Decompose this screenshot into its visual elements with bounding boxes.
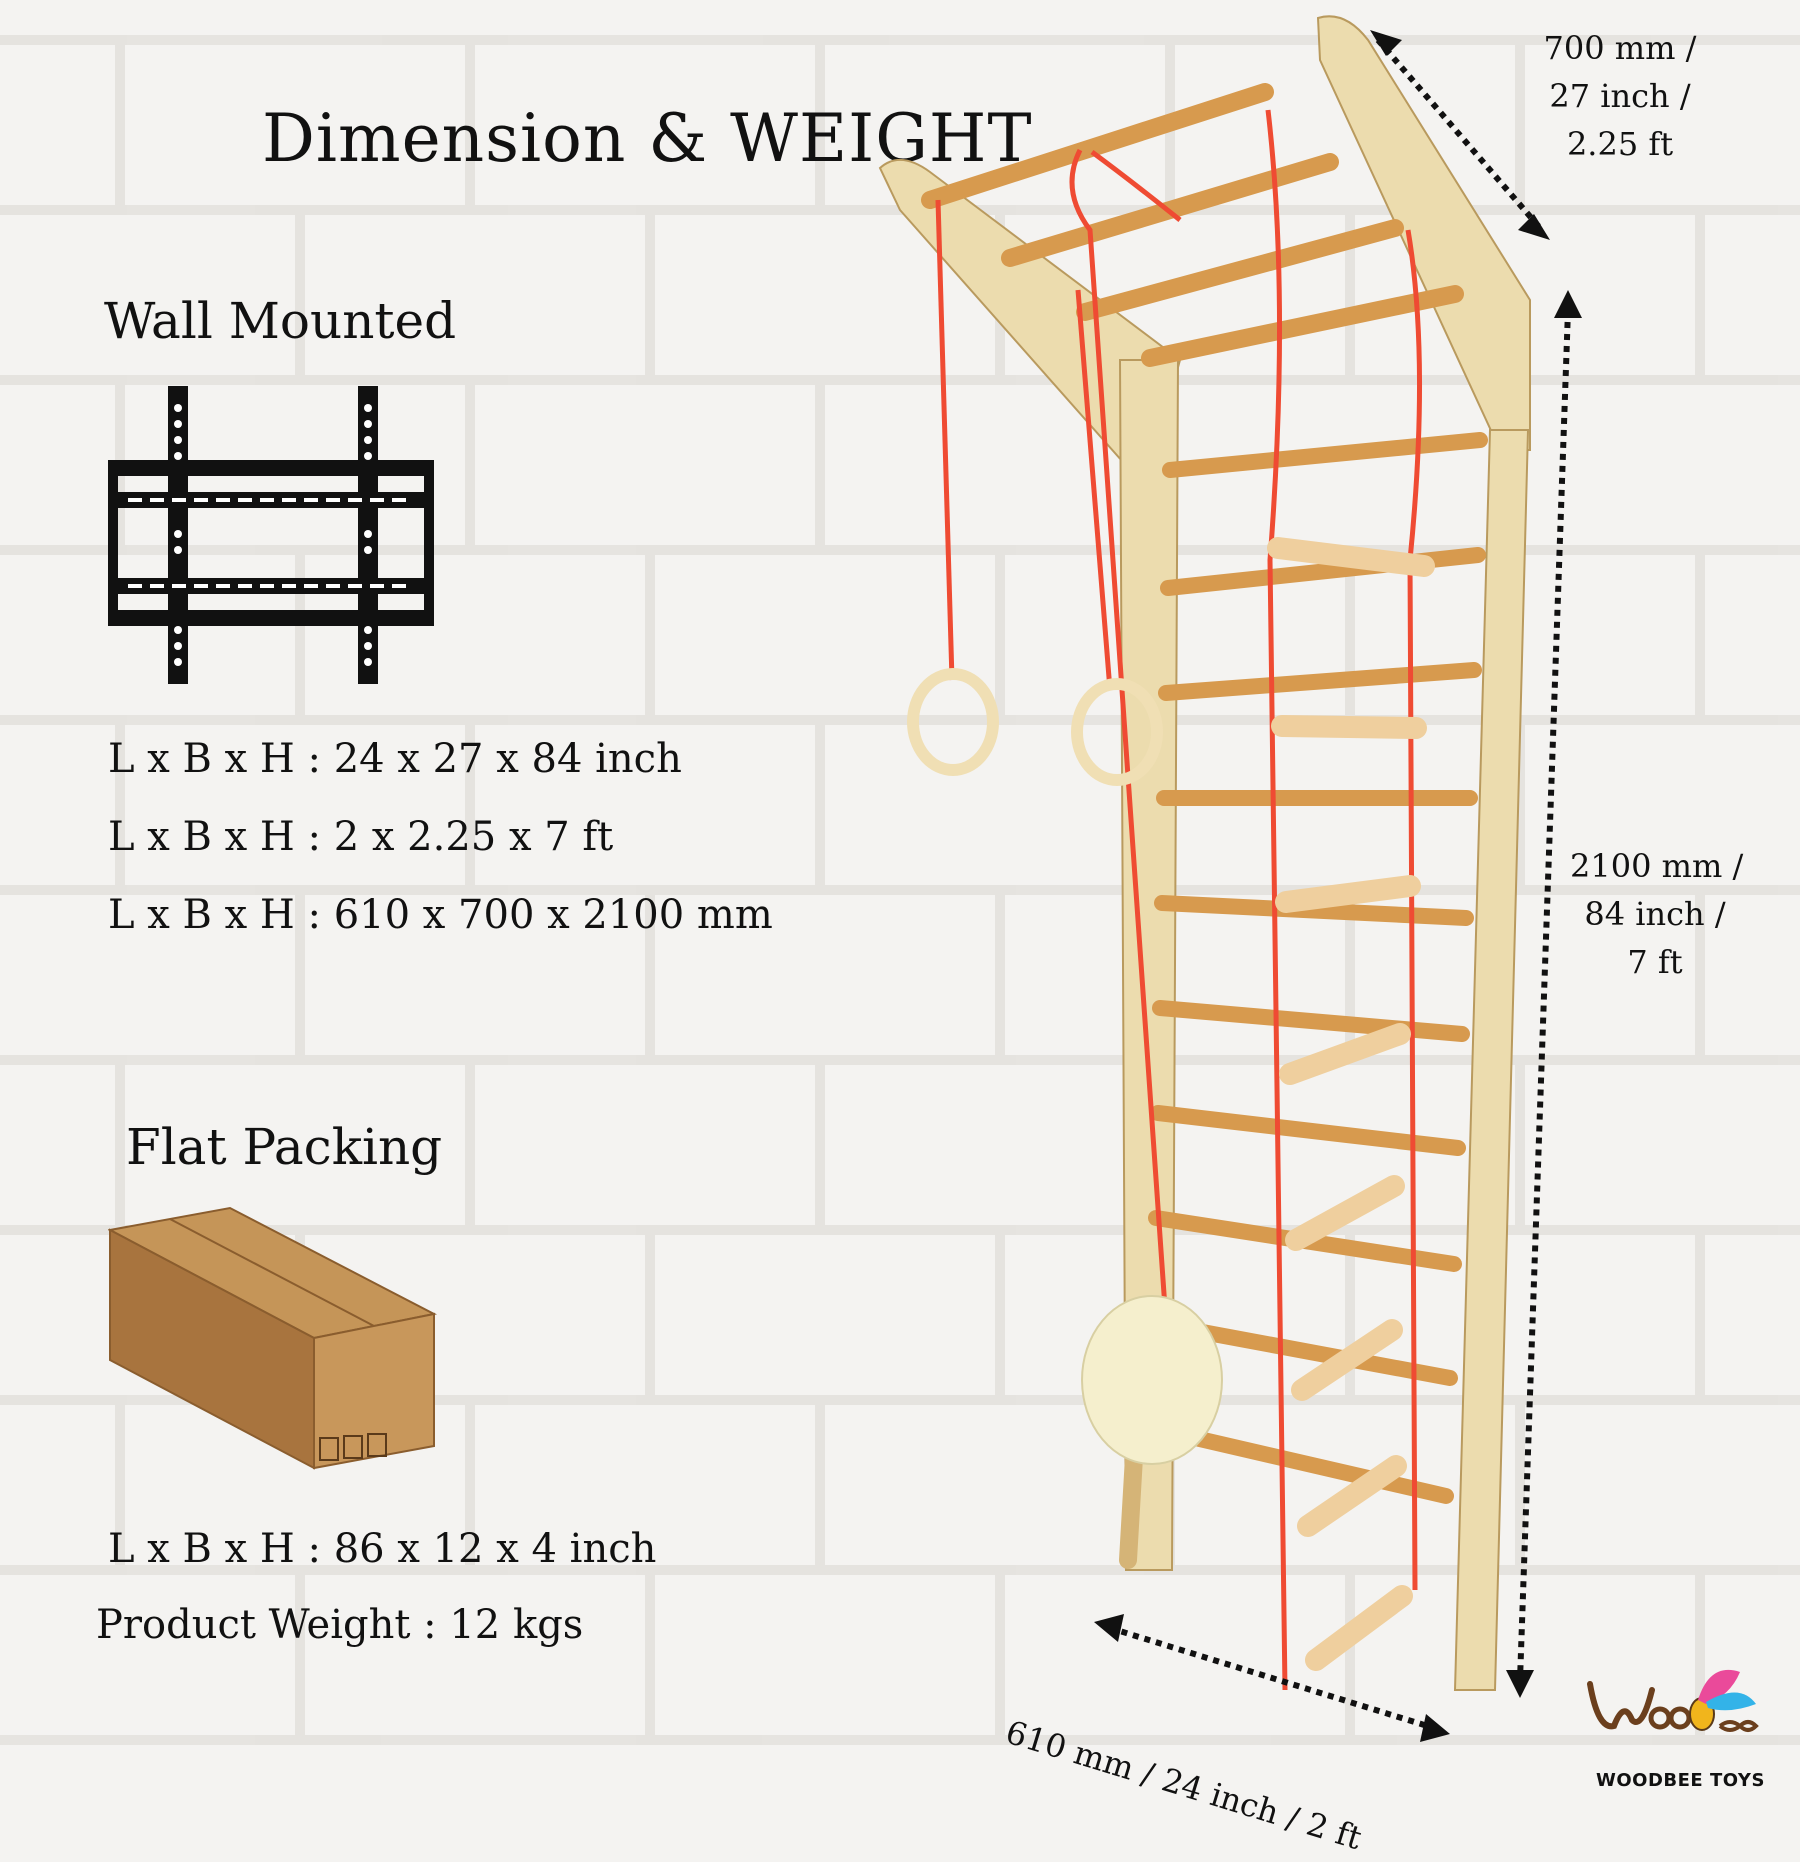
product-weight: Product Weight : 12 kgs	[96, 1602, 584, 1648]
dimension-right-inch: 84 inch /	[1584, 895, 1726, 933]
wall-mount-bracket-icon	[108, 386, 434, 684]
wall-spec-mm: L x B x H : 610 x 700 x 2100 mm	[108, 892, 773, 938]
dimension-arrows	[1094, 30, 1582, 1742]
packing-spec-inch: L x B x H : 86 x 12 x 4 inch	[108, 1526, 657, 1572]
dimension-right-ft: 7 ft	[1627, 943, 1683, 981]
gym-ring-left	[907, 668, 999, 776]
ladder-rail-right	[1453, 429, 1530, 1691]
dimension-top-mm: 700 mm /	[1543, 29, 1697, 67]
gym-ring-right	[1071, 678, 1163, 786]
rope-ladder-rungs	[1267, 537, 1435, 1671]
dimension-right-label: 2100 mm / 84 inch / 7 ft	[1570, 842, 1744, 986]
arrow-head-bottom-start	[1094, 1614, 1124, 1642]
arrow-head-top-end	[1518, 214, 1550, 240]
arrow-head-right-end	[1506, 1670, 1534, 1698]
brand-name: WOODBEE TOYS	[1596, 1770, 1765, 1791]
dimension-top-label: 700 mm / 27 inch / 2.25 ft	[1540, 24, 1700, 168]
wall-spec-ft: L x B x H : 2 x 2.25 x 7 ft	[108, 814, 614, 860]
wall-spec-inch: L x B x H : 24 x 27 x 84 inch	[108, 736, 682, 782]
wall-ladder-illustration	[878, 15, 1531, 1691]
wall-mounted-heading: Wall Mounted	[104, 292, 457, 350]
swing-disc	[1081, 1295, 1223, 1465]
ropes	[935, 109, 1423, 1691]
dimension-top-ft: 2.25 ft	[1566, 125, 1674, 163]
arrow-head-top-start	[1370, 30, 1402, 56]
cardboard-box-icon	[108, 1206, 437, 1470]
woodbee-logo	[1587, 1669, 1759, 1732]
dimension-right-mm: 2100 mm /	[1570, 847, 1744, 885]
dimension-top-inch: 27 inch /	[1549, 77, 1691, 115]
arrow-head-right-start	[1554, 290, 1582, 318]
flat-packing-heading: Flat Packing	[126, 1118, 443, 1176]
arrow-head-bottom-end	[1420, 1714, 1450, 1742]
